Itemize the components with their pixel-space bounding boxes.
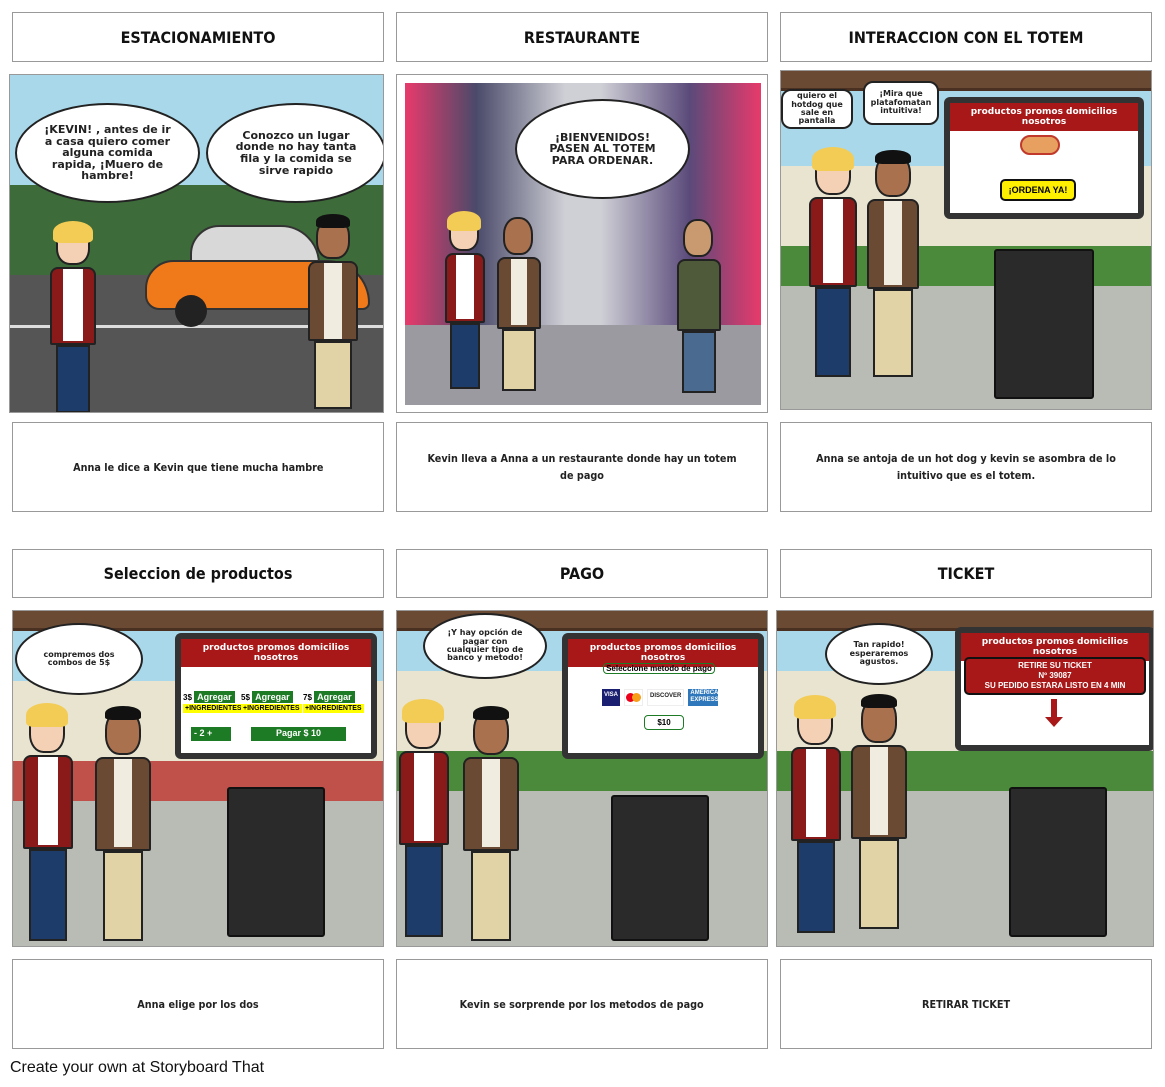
computer-tower — [227, 787, 325, 937]
combo-3: 7$ Agregar+INGREDIENTES — [303, 691, 364, 713]
panel-1-title: ESTACIONAMIENTO — [12, 12, 384, 62]
pay-button[interactable]: Pagar $ 10 — [251, 727, 346, 741]
panel-3-title: INTERACCION CON EL TOTEM — [780, 12, 1152, 62]
panel-6-title: TICKET — [780, 549, 1152, 598]
screen-nav[interactable]: productos promos domicilios nosotros — [950, 103, 1138, 131]
amex-card-option[interactable]: AMERICAN EXPRESS — [688, 689, 723, 706]
computer-tower — [611, 795, 709, 941]
ticket-message: RETIRE SU TICKET Nº 39087 SU PEDIDO ESTA… — [964, 657, 1146, 695]
ingredients-button[interactable]: +INGREDIENTES — [241, 704, 302, 713]
order-now-button[interactable]: ¡ORDENA YA! — [1000, 179, 1076, 201]
totem-screen[interactable]: productos promos domicilios nosotros 3$ … — [175, 633, 377, 759]
add-button[interactable]: Agregar — [194, 691, 235, 703]
panel-2-title: RESTAURANTE — [396, 12, 768, 62]
panel-1-caption: Anna le dice a Kevin que tiene mucha ham… — [12, 422, 384, 512]
speech-bubble-kevin: Conozco un lugar donde no hay tanta fila… — [206, 103, 383, 203]
panel-5-title: PAGO — [396, 549, 768, 598]
computer-tower — [994, 249, 1094, 399]
amount-display: $10 — [644, 715, 684, 730]
ticket-number: Nº 39087 — [1038, 671, 1072, 680]
visa-card-option[interactable]: VISA — [602, 689, 621, 706]
speech-bubble-kevin: ¡Mira que platafomatan intuitiva! — [863, 81, 939, 125]
panel-3-scene: productos promos domicilios nosotros ¡OR… — [780, 70, 1152, 410]
panel-5-scene: productos promos domicilios nosotros Sel… — [396, 610, 768, 947]
panel-4-caption: Anna elige por los dos — [12, 959, 384, 1049]
speech-bubble-anna: quiero el hotdog que sale en pantalla — [781, 89, 853, 129]
panel-5-caption: Kevin se sorprende por los metodos de pa… — [396, 959, 768, 1049]
panel-2-scene: ¡BIENVENIDOS! PASEN AL TOTEM PARA ORDENA… — [396, 74, 768, 413]
speech-bubble-kevin: Tan rapido! esperaremos agustos. — [825, 623, 933, 685]
ingredients-button[interactable]: +INGREDIENTES — [303, 704, 364, 713]
panel-6-scene: productos promos domicilios nosotros RET… — [776, 610, 1154, 947]
storyboard-that-link[interactable]: Create your own at Storyboard That — [10, 1059, 265, 1076]
payment-method-prompt: Seleccione metodo de pago — [603, 663, 715, 674]
speech-bubble-anna: compremos dos combos de 5$ — [15, 623, 143, 695]
discover-card-option[interactable]: DISCOVER — [647, 689, 685, 706]
panel-4-scene: productos promos domicilios nosotros 3$ … — [12, 610, 384, 947]
panel-2-caption: Kevin lleva a Anna a un restaurante dond… — [396, 422, 768, 512]
card-options: VISA mastercard DISCOVER AMERICAN EXPRES… — [602, 689, 723, 706]
hotdog-icon — [1020, 135, 1060, 155]
combo-2: 5$ Agregar+INGREDIENTES — [241, 691, 302, 713]
totem-screen[interactable]: productos promos domicilios nosotros Sel… — [562, 633, 764, 759]
add-button[interactable]: Agregar — [252, 691, 293, 703]
totem-screen[interactable]: productos promos domicilios nosotros ¡OR… — [944, 97, 1144, 219]
speech-bubble-waiter: ¡BIENVENIDOS! PASEN AL TOTEM PARA ORDENA… — [515, 99, 690, 199]
speech-bubble-kevin: ¡Y hay opción de pagar con cualquier tip… — [423, 613, 547, 679]
computer-tower — [1009, 787, 1107, 937]
arrow-down-icon — [1051, 699, 1057, 719]
ingredients-button[interactable]: +INGREDIENTES — [183, 704, 244, 713]
panel-6-caption: RETIRAR TICKET — [780, 959, 1152, 1049]
add-button[interactable]: Agregar — [314, 691, 355, 703]
screen-nav[interactable]: productos promos domicilios nosotros — [568, 639, 758, 667]
speech-bubble-anna: ¡KEVIN! , antes de ir a casa quiero come… — [15, 103, 200, 203]
quantity-stepper[interactable]: - 2 + — [191, 727, 231, 741]
combo-1: 3$ Agregar+INGREDIENTES — [183, 691, 244, 713]
screen-nav[interactable]: productos promos domicilios nosotros — [961, 633, 1149, 661]
screen-nav[interactable]: productos promos domicilios nosotros — [181, 639, 371, 667]
panel-3-caption: Anna se antoja de un hot dog y kevin se … — [780, 422, 1152, 512]
panel-4-title: Seleccion de productos — [12, 549, 384, 598]
mastercard-option[interactable]: mastercard — [624, 689, 644, 706]
panel-1-scene: ¡KEVIN! , antes de ir a casa quiero come… — [9, 74, 384, 413]
totem-screen[interactable]: productos promos domicilios nosotros RET… — [955, 627, 1153, 751]
